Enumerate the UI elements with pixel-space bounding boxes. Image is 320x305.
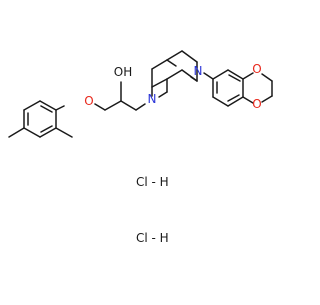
hcl-salt-2: Cl - H xyxy=(136,231,169,245)
ether-oxygen-label: O xyxy=(84,94,93,108)
hydroxyl-label: OH xyxy=(114,65,132,79)
piperazine-nitrogen-2-label: N xyxy=(194,64,203,78)
dioxole-oxygen-2-label: O xyxy=(252,97,261,111)
structure-drawing: O OH N N O O Cl - H Cl - H xyxy=(8,50,273,245)
dioxole-oxygen-1-label: O xyxy=(252,62,261,76)
structure-canvas: O OH N N O O Cl - H Cl - H xyxy=(8,50,273,245)
piperazine-nitrogen-1-label: N xyxy=(148,92,157,106)
hcl-salt-1: Cl - H xyxy=(136,175,169,189)
bond-lines xyxy=(8,50,273,138)
